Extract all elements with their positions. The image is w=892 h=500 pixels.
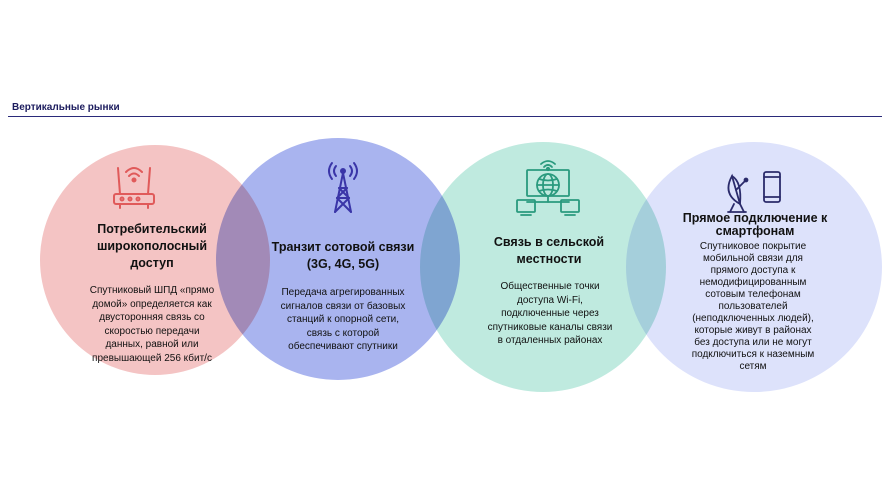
segment-title-cellular-backhaul: Транзит сотовой связи (3G, 4G, 5G)	[271, 240, 415, 271]
rural-wifi-icon	[516, 160, 580, 216]
satellite-phone-icon	[727, 171, 781, 213]
segment-desc-rural-connectivity: Общественные точки доступа Wi-Fi, подклю…	[487, 281, 613, 346]
router-icon	[113, 167, 155, 209]
cell-tower-icon	[328, 162, 358, 213]
circle-direct-to-smartphone	[626, 142, 882, 392]
segment-title-consumer-broadband: Потребительский широкополосный доступ	[96, 222, 208, 270]
section-divider	[8, 116, 882, 117]
segment-desc-direct-to-smartphone: Спутниковое покрытие мобильной связи для…	[691, 241, 815, 372]
segment-title-rural-connectivity: Связь в сельской местности	[493, 235, 605, 266]
segment-desc-consumer-broadband: Спутниковый ШПД «прямо домой» определяет…	[89, 285, 215, 364]
section-title: Вертикальные рынки	[12, 102, 120, 113]
circle-cellular-backhaul	[216, 138, 460, 380]
segment-desc-cellular-backhaul: Передача агрегированных сигналов связи о…	[280, 287, 406, 352]
segment-title-direct-to-smartphone: Прямое подключение к смартфонам	[682, 211, 828, 238]
